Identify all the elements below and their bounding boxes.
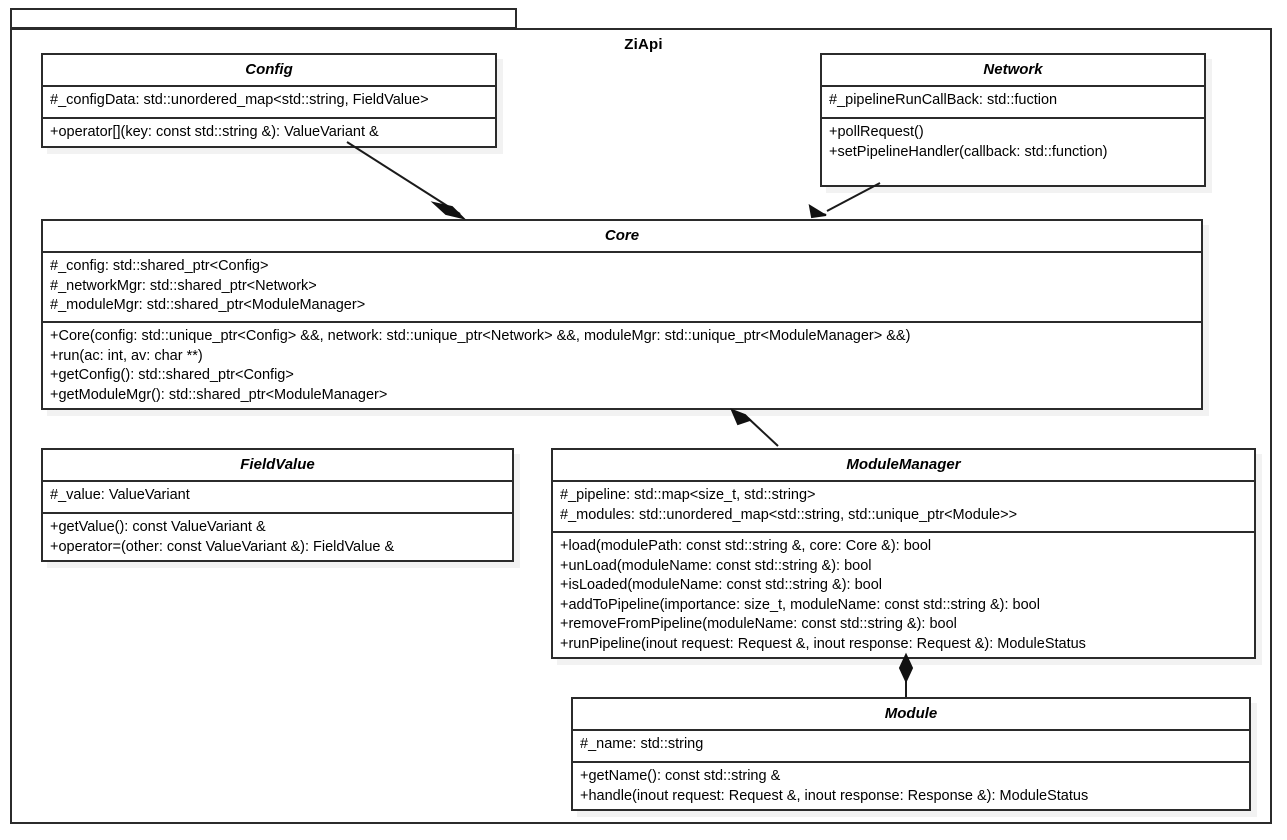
class-attributes-modulemanager: #_pipeline: std::map<size_t, std::string…	[553, 482, 1254, 531]
operation-row: +getName(): const std::string &	[580, 768, 781, 784]
class-box-core[interactable]: Core #_config: std::shared_ptr<Config> #…	[41, 219, 1203, 410]
class-operations-config: +operator[](key: const std::string &): V…	[43, 117, 495, 146]
attribute-row: #_networkMgr: std::shared_ptr<Network>	[50, 277, 317, 294]
operation-row: +getConfig(): std::shared_ptr<Config>	[50, 367, 294, 384]
attribute-row: #_modules: std::unordered_map<std::strin…	[560, 506, 1018, 523]
class-operations-network: +pollRequest() +setPipelineHandler(callb…	[822, 117, 1204, 185]
class-operations-module: +getName(): const std::string & +handle(…	[573, 761, 1249, 809]
operation-row: +setPipelineHandler(callback: std::funct…	[829, 143, 1108, 160]
attribute-row: #_configData: std::unordered_map<std::st…	[50, 92, 429, 108]
attribute-row: #_name: std::string	[580, 736, 704, 752]
class-title-network: Network	[822, 55, 1204, 87]
operation-row: +addToPipeline(importance: size_t, modul…	[560, 596, 1040, 613]
class-title-modulemanager: ModuleManager	[553, 450, 1254, 482]
class-attributes-module: #_name: std::string	[573, 731, 1249, 761]
class-attributes-fieldvalue: #_value: ValueVariant	[43, 482, 512, 512]
operation-row: +unLoad(moduleName: const std::string &)…	[560, 557, 872, 574]
operation-row: +operator[](key: const std::string &): V…	[50, 124, 379, 140]
operation-row: +getValue(): const ValueVariant &	[50, 519, 266, 535]
class-title-module: Module	[573, 699, 1249, 731]
class-title-fieldvalue: FieldValue	[43, 450, 512, 482]
operation-row: +Core(config: std::unique_ptr<Config> &&…	[50, 328, 911, 344]
class-operations-modulemanager: +load(modulePath: const std::string &, c…	[553, 531, 1254, 657]
attribute-row: #_config: std::shared_ptr<Config>	[50, 258, 269, 274]
operation-row: +pollRequest()	[829, 124, 924, 140]
class-box-module[interactable]: Module #_name: std::string +getName(): c…	[571, 697, 1251, 811]
operation-row: +getModuleMgr(): std::shared_ptr<ModuleM…	[50, 386, 388, 403]
class-attributes-core: #_config: std::shared_ptr<Config> #_netw…	[43, 253, 1201, 321]
class-operations-core: +Core(config: std::unique_ptr<Config> &&…	[43, 321, 1201, 408]
operation-row: +run(ac: int, av: char **)	[50, 347, 203, 364]
attribute-row: #_value: ValueVariant	[50, 487, 190, 503]
package-name-label: ZiApi	[624, 36, 663, 53]
attribute-row: #_pipeline: std::map<size_t, std::string…	[560, 487, 816, 503]
class-attributes-config: #_configData: std::unordered_map<std::st…	[43, 87, 495, 117]
attribute-row: #_moduleMgr: std::shared_ptr<ModuleManag…	[50, 297, 366, 314]
class-box-modulemanager[interactable]: ModuleManager #_pipeline: std::map<size_…	[551, 448, 1256, 659]
operation-row: +removeFromPipeline(moduleName: const st…	[560, 616, 957, 633]
class-box-config[interactable]: Config #_configData: std::unordered_map<…	[41, 53, 497, 148]
operation-row: +load(modulePath: const std::string &, c…	[560, 538, 932, 554]
class-operations-fieldvalue: +getValue(): const ValueVariant & +opera…	[43, 512, 512, 560]
operation-row: +isLoaded(moduleName: const std::string …	[560, 577, 882, 594]
operation-row: +runPipeline(inout request: Request &, i…	[560, 635, 1086, 652]
class-title-config: Config	[43, 55, 495, 87]
class-box-fieldvalue[interactable]: FieldValue #_value: ValueVariant +getVal…	[41, 448, 514, 562]
operation-row: +operator=(other: const ValueVariant &):…	[50, 538, 395, 555]
class-attributes-network: #_pipelineRunCallBack: std::fuction	[822, 87, 1204, 117]
class-box-network[interactable]: Network #_pipelineRunCallBack: std::fuct…	[820, 53, 1206, 187]
class-title-core: Core	[43, 221, 1201, 253]
package-tab	[10, 8, 517, 29]
attribute-row: #_pipelineRunCallBack: std::fuction	[829, 92, 1058, 108]
operation-row: +handle(inout request: Request &, inout …	[580, 787, 1089, 804]
